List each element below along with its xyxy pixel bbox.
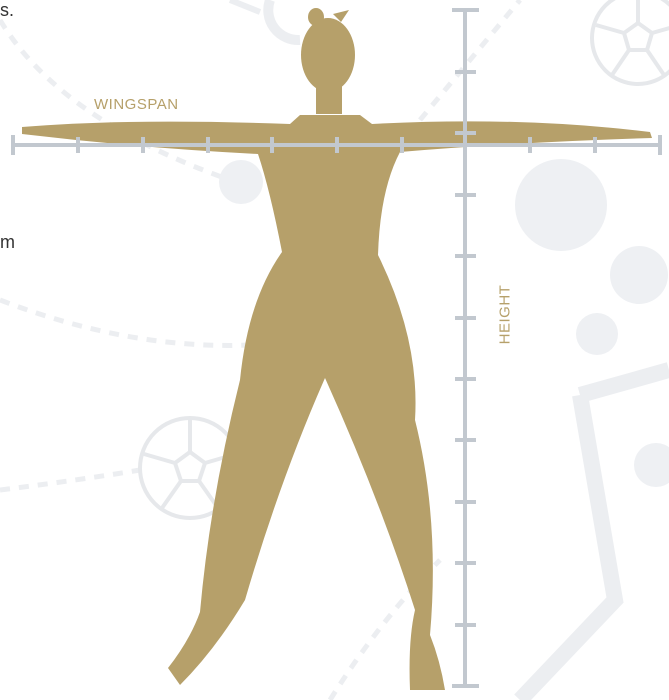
wingspan-label: WINGSPAN <box>94 96 179 113</box>
height-ruler <box>452 10 479 686</box>
height-label: HEIGHT <box>496 285 513 345</box>
soccer-ball-icon <box>592 0 669 84</box>
text-fragment-top: s. <box>0 0 14 21</box>
text-fragment-middle: m <box>0 232 15 253</box>
